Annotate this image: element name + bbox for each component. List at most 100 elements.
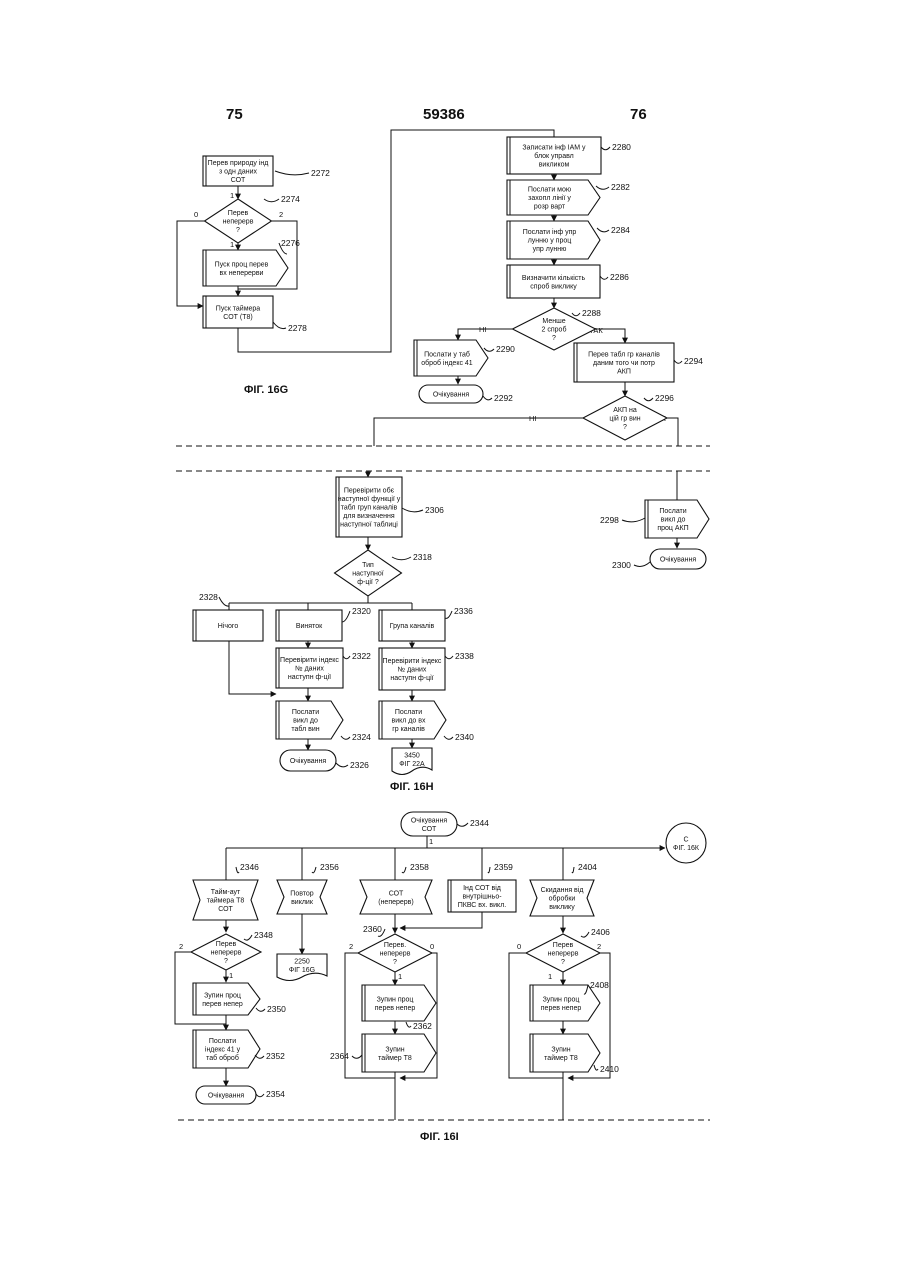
reference-number: 2286 bbox=[610, 272, 629, 282]
edge-label: НІ bbox=[529, 414, 537, 423]
node-text: ФІГ. 16К bbox=[673, 845, 700, 852]
page-separators bbox=[176, 446, 710, 1120]
node-text: таймера Т8 bbox=[207, 897, 245, 905]
reference-number: 2292 bbox=[494, 393, 513, 403]
flow-node-n2350: Зупин процперев непер2350 bbox=[193, 983, 286, 1015]
flow-node-n2306: Перевірити обєнаступної функції утабл гр… bbox=[336, 477, 444, 537]
node-text: Інд СОТ від bbox=[463, 884, 501, 892]
node-text: проц АКП bbox=[657, 525, 688, 532]
edge-label: 0 bbox=[517, 942, 521, 951]
node-text: Послати bbox=[659, 508, 686, 515]
node-text: внутрішньо- bbox=[462, 893, 502, 901]
flow-node-n2328: Нічого 2328 bbox=[193, 592, 263, 641]
node-text: Повтор bbox=[290, 890, 314, 897]
reference-number: 2404 bbox=[578, 862, 597, 872]
node-text: для визначення bbox=[343, 513, 395, 520]
edge-label: 2 bbox=[597, 942, 601, 951]
node-text: Перев природу інд bbox=[208, 159, 269, 167]
edge-label: 0 bbox=[430, 942, 434, 951]
flow-node-n2276: Пуск проц переввх неперерви2276 bbox=[203, 238, 300, 286]
node-text: викл до bbox=[661, 517, 686, 524]
node-text: неперерв bbox=[211, 950, 242, 957]
node-text: наступн ф-ції bbox=[390, 674, 433, 682]
node-text: розр варт bbox=[534, 204, 566, 211]
node-text: оброб індекс 41 bbox=[421, 359, 473, 367]
node-text: Перев. bbox=[384, 942, 406, 949]
node-text: Зупин проц bbox=[377, 996, 414, 1003]
node-text: Очікування bbox=[411, 816, 448, 824]
reference-number: 2322 bbox=[352, 651, 371, 661]
node-text: неперерв bbox=[548, 951, 579, 958]
node-text: індекс 41 у bbox=[205, 1046, 241, 1054]
node-text: Перев bbox=[228, 210, 249, 217]
flowchart-nodes: Перев природу індз одн данихСОТ2272Перев… bbox=[191, 137, 709, 1104]
node-text: вх неперерви bbox=[220, 270, 264, 277]
reference-number: 2324 bbox=[352, 732, 371, 742]
edge-label: 1 bbox=[548, 972, 552, 981]
node-text: перев непер bbox=[375, 1005, 416, 1012]
flow-node-n2286: Визначити кількістьспроб виклику2286 bbox=[507, 265, 629, 298]
flow-node-n2290: Послати у табоброб індекс 412290 bbox=[414, 340, 515, 376]
node-text: Перевірити індекс bbox=[383, 657, 442, 665]
reference-number: 2359 bbox=[494, 862, 513, 872]
reference-number: 2274 bbox=[281, 194, 300, 204]
caption-fig-16g: ФІГ. 16G bbox=[244, 384, 288, 396]
reference-number: 2284 bbox=[611, 225, 630, 235]
node-text: блок управл bbox=[534, 152, 573, 160]
node-text: Зупин проц bbox=[204, 992, 241, 999]
node-text: Послати bbox=[209, 1038, 236, 1045]
flow-node-n2322: Перевірити індекс№ данихнаступн ф-ції232… bbox=[276, 648, 371, 688]
reference-number: 2320 bbox=[352, 606, 371, 616]
reference-number: 2318 bbox=[413, 552, 432, 562]
node-text: гр каналів bbox=[392, 725, 425, 733]
reference-number: 2328 bbox=[199, 592, 218, 602]
node-text: Скидання від bbox=[541, 886, 584, 894]
edge-label: 2 bbox=[179, 942, 183, 951]
node-text: неперерв bbox=[380, 951, 411, 958]
node-text: 2 спроб bbox=[542, 326, 567, 334]
reference-number: 2296 bbox=[655, 393, 674, 403]
flow-node-n2340: Послативикл до вхгр каналів2340 bbox=[379, 701, 474, 742]
reference-number: 2354 bbox=[266, 1089, 285, 1099]
node-text: Виняток bbox=[296, 623, 323, 630]
node-text: Нічого bbox=[218, 622, 239, 630]
node-text: цій гр вин bbox=[609, 415, 640, 423]
node-text: Послати bbox=[292, 709, 319, 716]
node-text: таймер Т8 bbox=[378, 1054, 412, 1062]
node-text: № даних bbox=[295, 666, 324, 673]
flow-node-n2298: Послативикл допроц АКП2298 bbox=[600, 500, 709, 538]
node-text: Очікування bbox=[208, 1092, 245, 1100]
node-text: ? bbox=[393, 959, 397, 966]
node-text: Перевірити обє bbox=[344, 487, 395, 495]
node-text: Послати у таб bbox=[424, 350, 470, 358]
reference-number: 2272 bbox=[311, 168, 330, 178]
left-page-number: 75 bbox=[226, 106, 243, 123]
node-text: Перев bbox=[553, 942, 574, 949]
flow-node-n2408: Зупин процперев непер2408 bbox=[530, 980, 609, 1021]
flow-node-n2404: Скидання відобробкивиклику2404 bbox=[530, 862, 597, 916]
node-text: викл до вх bbox=[392, 718, 426, 725]
node-text: Тип bbox=[362, 562, 374, 569]
node-text: № даних bbox=[398, 667, 427, 674]
flow-node-n2356: Повторвиклик2356 bbox=[277, 862, 339, 914]
edge-label: 1 bbox=[230, 191, 234, 200]
reference-number: 2358 bbox=[410, 862, 429, 872]
node-text: Перевірити індекс bbox=[280, 656, 339, 664]
flow-node-n2294: Перев табл гр каналівданим того чи потрА… bbox=[574, 343, 703, 382]
node-text: перев непер bbox=[541, 1005, 582, 1012]
flow-node-n2296: АКП націй гр вин?2296 bbox=[583, 393, 674, 440]
node-text: таб оброб bbox=[206, 1054, 239, 1062]
node-text: СОТ bbox=[218, 906, 233, 913]
flow-node-n2284: Послати інф упрлунню у процупр лунню2284 bbox=[507, 221, 630, 259]
flow-node-n2320: Виняток 2320 bbox=[276, 606, 371, 641]
reference-number: 2306 bbox=[425, 505, 444, 515]
node-text: СОТ bbox=[422, 826, 437, 833]
node-text: перев непер bbox=[202, 1001, 243, 1008]
edge-label: 1 bbox=[230, 240, 234, 249]
edge-label: 1 bbox=[429, 837, 433, 846]
flow-node-n2362: Зупин процперев непер2362 bbox=[362, 985, 436, 1031]
node-text: ? bbox=[623, 424, 627, 431]
reference-number: 2282 bbox=[611, 182, 630, 192]
node-text: ? bbox=[236, 227, 240, 234]
node-text: Група каналів bbox=[390, 622, 435, 630]
